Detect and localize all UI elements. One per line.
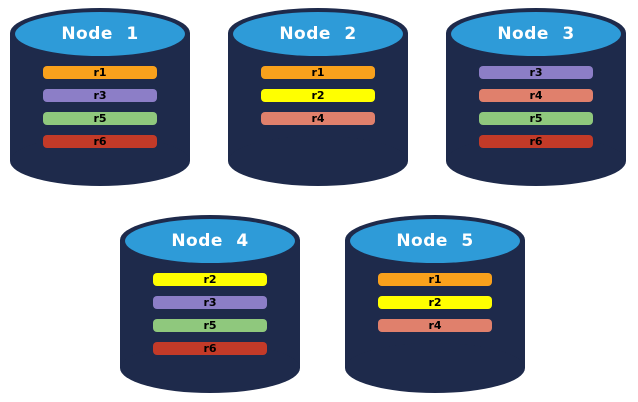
node-label: Node 3 bbox=[497, 24, 575, 44]
replica-list: r1 r3 r5 r6 bbox=[43, 66, 157, 148]
replica-bar-r2: r2 bbox=[261, 89, 375, 102]
cylinder-top-icon bbox=[451, 12, 621, 56]
replica-bar-r1: r1 bbox=[261, 66, 375, 79]
replica-list: r2 r3 r5 r6 bbox=[153, 273, 267, 355]
cylinder-bottom bbox=[228, 136, 408, 186]
replica-bar-r4: r4 bbox=[479, 89, 593, 102]
replica-bar-r4: r4 bbox=[261, 112, 375, 125]
replica-bar-r5: r5 bbox=[479, 112, 593, 125]
node-1-cylinder: Node 1 r1 r3 r5 r6 bbox=[10, 8, 190, 186]
replica-bar-r6: r6 bbox=[43, 135, 157, 148]
replica-list: r1 r2 r4 bbox=[378, 273, 492, 332]
cylinder-top-icon bbox=[15, 12, 185, 56]
replica-list: r1 r2 r4 bbox=[261, 66, 375, 125]
node-label: Node 2 bbox=[279, 24, 357, 44]
cylinder-top-icon bbox=[125, 219, 295, 263]
node-4-cylinder: Node 4 r2 r3 r5 r6 bbox=[120, 215, 300, 393]
cylinder-top-icon bbox=[350, 219, 520, 263]
replica-bar-r1: r1 bbox=[43, 66, 157, 79]
replica-bar-r5: r5 bbox=[153, 319, 267, 332]
cylinder-bottom bbox=[345, 343, 525, 393]
replica-bar-r5: r5 bbox=[43, 112, 157, 125]
cylinder-top-icon bbox=[233, 12, 403, 56]
node-label: Node 4 bbox=[171, 231, 249, 251]
replica-bar-r2: r2 bbox=[153, 273, 267, 286]
replica-bar-r3: r3 bbox=[43, 89, 157, 102]
node-2-cylinder: Node 2 r1 r2 r4 bbox=[228, 8, 408, 186]
replica-list: r3 r4 r5 r6 bbox=[479, 66, 593, 148]
replica-bar-r6: r6 bbox=[479, 135, 593, 148]
replica-bar-r6: r6 bbox=[153, 342, 267, 355]
node-label: Node 1 bbox=[61, 24, 139, 44]
node-5-cylinder: Node 5 r1 r2 r4 bbox=[345, 215, 525, 393]
node-3-cylinder: Node 3 r3 r4 r5 r6 bbox=[446, 8, 626, 186]
replica-bar-r1: r1 bbox=[378, 273, 492, 286]
replica-bar-r3: r3 bbox=[479, 66, 593, 79]
node-label: Node 5 bbox=[396, 231, 474, 251]
replica-bar-r2: r2 bbox=[378, 296, 492, 309]
replica-bar-r3: r3 bbox=[153, 296, 267, 309]
replica-bar-r4: r4 bbox=[378, 319, 492, 332]
